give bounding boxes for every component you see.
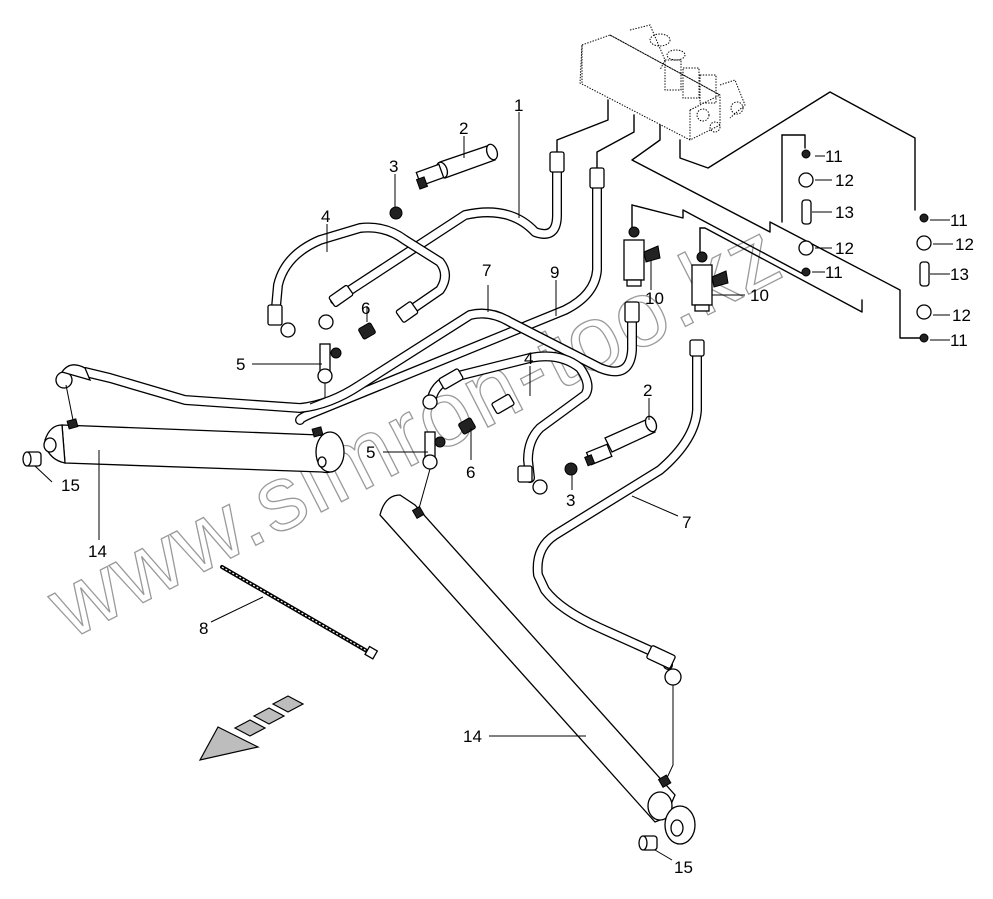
- valve-10-left: [623, 226, 661, 287]
- valve-block: [579, 24, 746, 141]
- callout-12: 12: [835, 171, 854, 190]
- callout-11: 11: [825, 147, 843, 166]
- callout-3: 3: [566, 491, 575, 510]
- callout-4: 4: [321, 207, 330, 226]
- callout-11: 11: [950, 211, 968, 230]
- direction-arrow-icon: [198, 695, 305, 761]
- valve-10-right: [691, 251, 729, 312]
- callout-13: 13: [950, 265, 969, 284]
- accumulator-lower: [584, 415, 658, 467]
- adapter-3-lower: [564, 462, 578, 476]
- callout-2: 2: [459, 119, 468, 138]
- callout-6: 6: [466, 463, 475, 482]
- callout-5: 5: [236, 355, 245, 374]
- callout-10: 10: [750, 286, 769, 305]
- callout-12: 12: [955, 235, 974, 254]
- callout-14: 14: [463, 727, 482, 746]
- cylinder-14-right: [379, 494, 696, 845]
- tee-fitting-lower: [417, 431, 446, 513]
- adapter-6-upper: [358, 322, 376, 340]
- seal-stack-left: [798, 149, 814, 277]
- accumulator-upper: [415, 143, 499, 190]
- cable-tie: [220, 565, 379, 660]
- callout-labels: 1 2 3 4 5 6 7 9 10 10 11 12 13 12 11 11 …: [61, 96, 974, 877]
- callout-12: 12: [952, 306, 971, 325]
- callout-9: 9: [550, 263, 559, 282]
- callout-5: 5: [366, 443, 375, 462]
- callout-10: 10: [645, 289, 664, 308]
- seal-stack-right: [916, 213, 932, 343]
- callout-11: 11: [950, 331, 968, 350]
- callout-6: 6: [361, 299, 370, 318]
- callout-7: 7: [682, 513, 691, 532]
- callout-13: 13: [835, 203, 854, 222]
- tee-fitting-upper: [309, 343, 342, 405]
- cylinder-14-left: [43, 384, 345, 474]
- callout-11: 11: [825, 263, 843, 282]
- callout-15: 15: [674, 858, 693, 877]
- bushing-15-right: [638, 835, 658, 851]
- callout-3: 3: [389, 157, 398, 176]
- callout-8: 8: [199, 619, 208, 638]
- callout-14: 14: [88, 542, 107, 561]
- adapter-3-upper: [389, 206, 403, 220]
- callout-7: 7: [482, 261, 491, 280]
- callout-2: 2: [643, 381, 652, 400]
- callout-4: 4: [524, 349, 533, 368]
- bushing-15-left: [22, 451, 42, 467]
- callout-1: 1: [514, 96, 523, 115]
- leader-lines: [34, 112, 953, 861]
- callout-15: 15: [61, 476, 80, 495]
- fittings: [55, 151, 705, 686]
- callout-12: 12: [835, 239, 854, 258]
